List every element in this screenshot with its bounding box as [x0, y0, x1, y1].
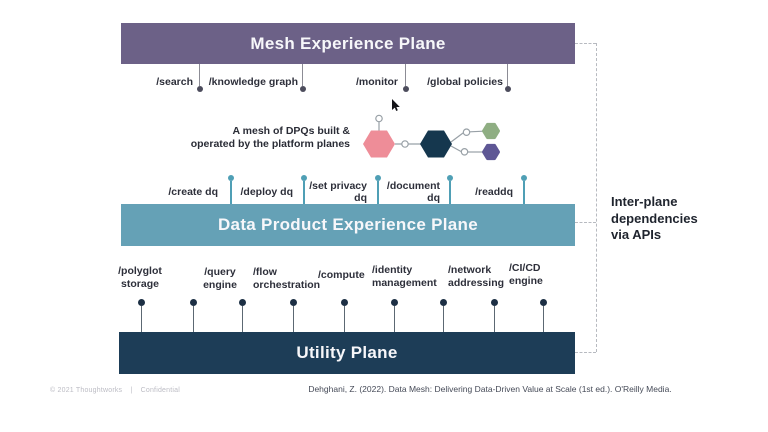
confidential-text: Confidential — [140, 387, 180, 394]
product-api-pin — [301, 175, 307, 204]
product-api-label-create-dq: /create dq — [168, 186, 218, 198]
footer-divider: | — [130, 387, 133, 394]
utility-api-label-polyglot-storage: /polyglot storage — [118, 265, 162, 290]
footer-copyright: © 2021 Thoughtworks | Confidential — [50, 387, 180, 394]
mesh-api-pin — [402, 64, 409, 92]
mesh-experience-plane-bar: Mesh Experience Plane — [121, 23, 575, 64]
utility-plane-title: Utility Plane — [296, 343, 398, 362]
utility-api-pin — [190, 299, 197, 332]
utility-api-pin — [138, 299, 145, 332]
mesh-api-label-knowledge-graph: /knowledge graph — [208, 76, 298, 88]
mesh-api-pin — [196, 64, 203, 92]
mouse-cursor-icon — [392, 99, 400, 111]
dpq-port-circles — [375, 114, 471, 156]
inter-plane-dashed-connector-utility — [575, 352, 596, 353]
utility-api-pin — [239, 299, 246, 332]
dpq-mesh-note: A mesh of DPQs built & operated by the p… — [190, 125, 350, 150]
data-product-experience-plane-bar: Data Product Experience Plane — [121, 204, 575, 246]
inter-plane-annotation: Inter-plane dependencies via APIs — [611, 194, 698, 242]
utility-api-pin — [391, 299, 398, 332]
inter-plane-dashed-connector-mesh — [575, 43, 596, 44]
product-api-label-document-dq: /document dq — [386, 180, 440, 204]
copyright-text: © 2021 Thoughtworks — [50, 387, 123, 394]
dpq-mesh-connectors — [378, 121, 484, 153]
product-api-pin — [375, 175, 381, 204]
dpq-mesh-graphic — [363, 99, 500, 161]
utility-api-label-compute: /compute — [318, 269, 365, 281]
utility-plane-bar: Utility Plane — [119, 332, 575, 374]
mesh-api-label-global-policies: /global policies — [427, 76, 503, 88]
utility-api-pin — [491, 299, 498, 332]
product-api-pin — [447, 175, 453, 204]
utility-api-label-query-engine: /query engine — [203, 266, 237, 291]
utility-api-label-identity-management: /identity management — [372, 264, 437, 289]
product-api-pin — [228, 175, 234, 204]
product-api-label-deploy-dq: /deploy dq — [240, 186, 294, 198]
product-api-label-readdq: /readdq — [475, 186, 513, 198]
data-product-experience-plane-title: Data Product Experience Plane — [217, 215, 478, 234]
utility-api-pin — [540, 299, 547, 332]
book-citation: Dehghani, Z. (2022). Data Mesh: Deliveri… — [308, 384, 672, 394]
dpq-node-green-hexagon — [482, 122, 500, 140]
utility-api-label-network-addressing: /network addressing — [448, 264, 505, 289]
dpq-node-pink-hexagon — [363, 130, 395, 158]
utility-api-label-cicd-engine: /CI/CD engine — [509, 262, 543, 287]
utility-api-pin — [440, 299, 447, 332]
dpq-node-purple-hexagon — [482, 143, 500, 161]
utility-api-pin — [290, 299, 297, 332]
mesh-api-pin — [504, 64, 511, 92]
dpq-node-navy-hexagon — [420, 130, 452, 158]
inter-plane-dashed-line-vertical — [596, 43, 597, 352]
mesh-api-label-search: /search — [156, 76, 193, 88]
utility-api-pin — [341, 299, 348, 332]
product-api-label-set-privacy-dq: /set privacy dq — [309, 180, 367, 204]
inter-plane-dashed-connector-product — [575, 222, 596, 223]
product-api-pin — [521, 175, 527, 204]
mesh-api-label-monitor: /monitor — [356, 76, 398, 88]
mesh-experience-plane-title: Mesh Experience Plane — [250, 33, 446, 53]
mesh-api-pin — [299, 64, 306, 92]
utility-api-label-flow-orchestration: /flow orchestration — [253, 266, 321, 291]
